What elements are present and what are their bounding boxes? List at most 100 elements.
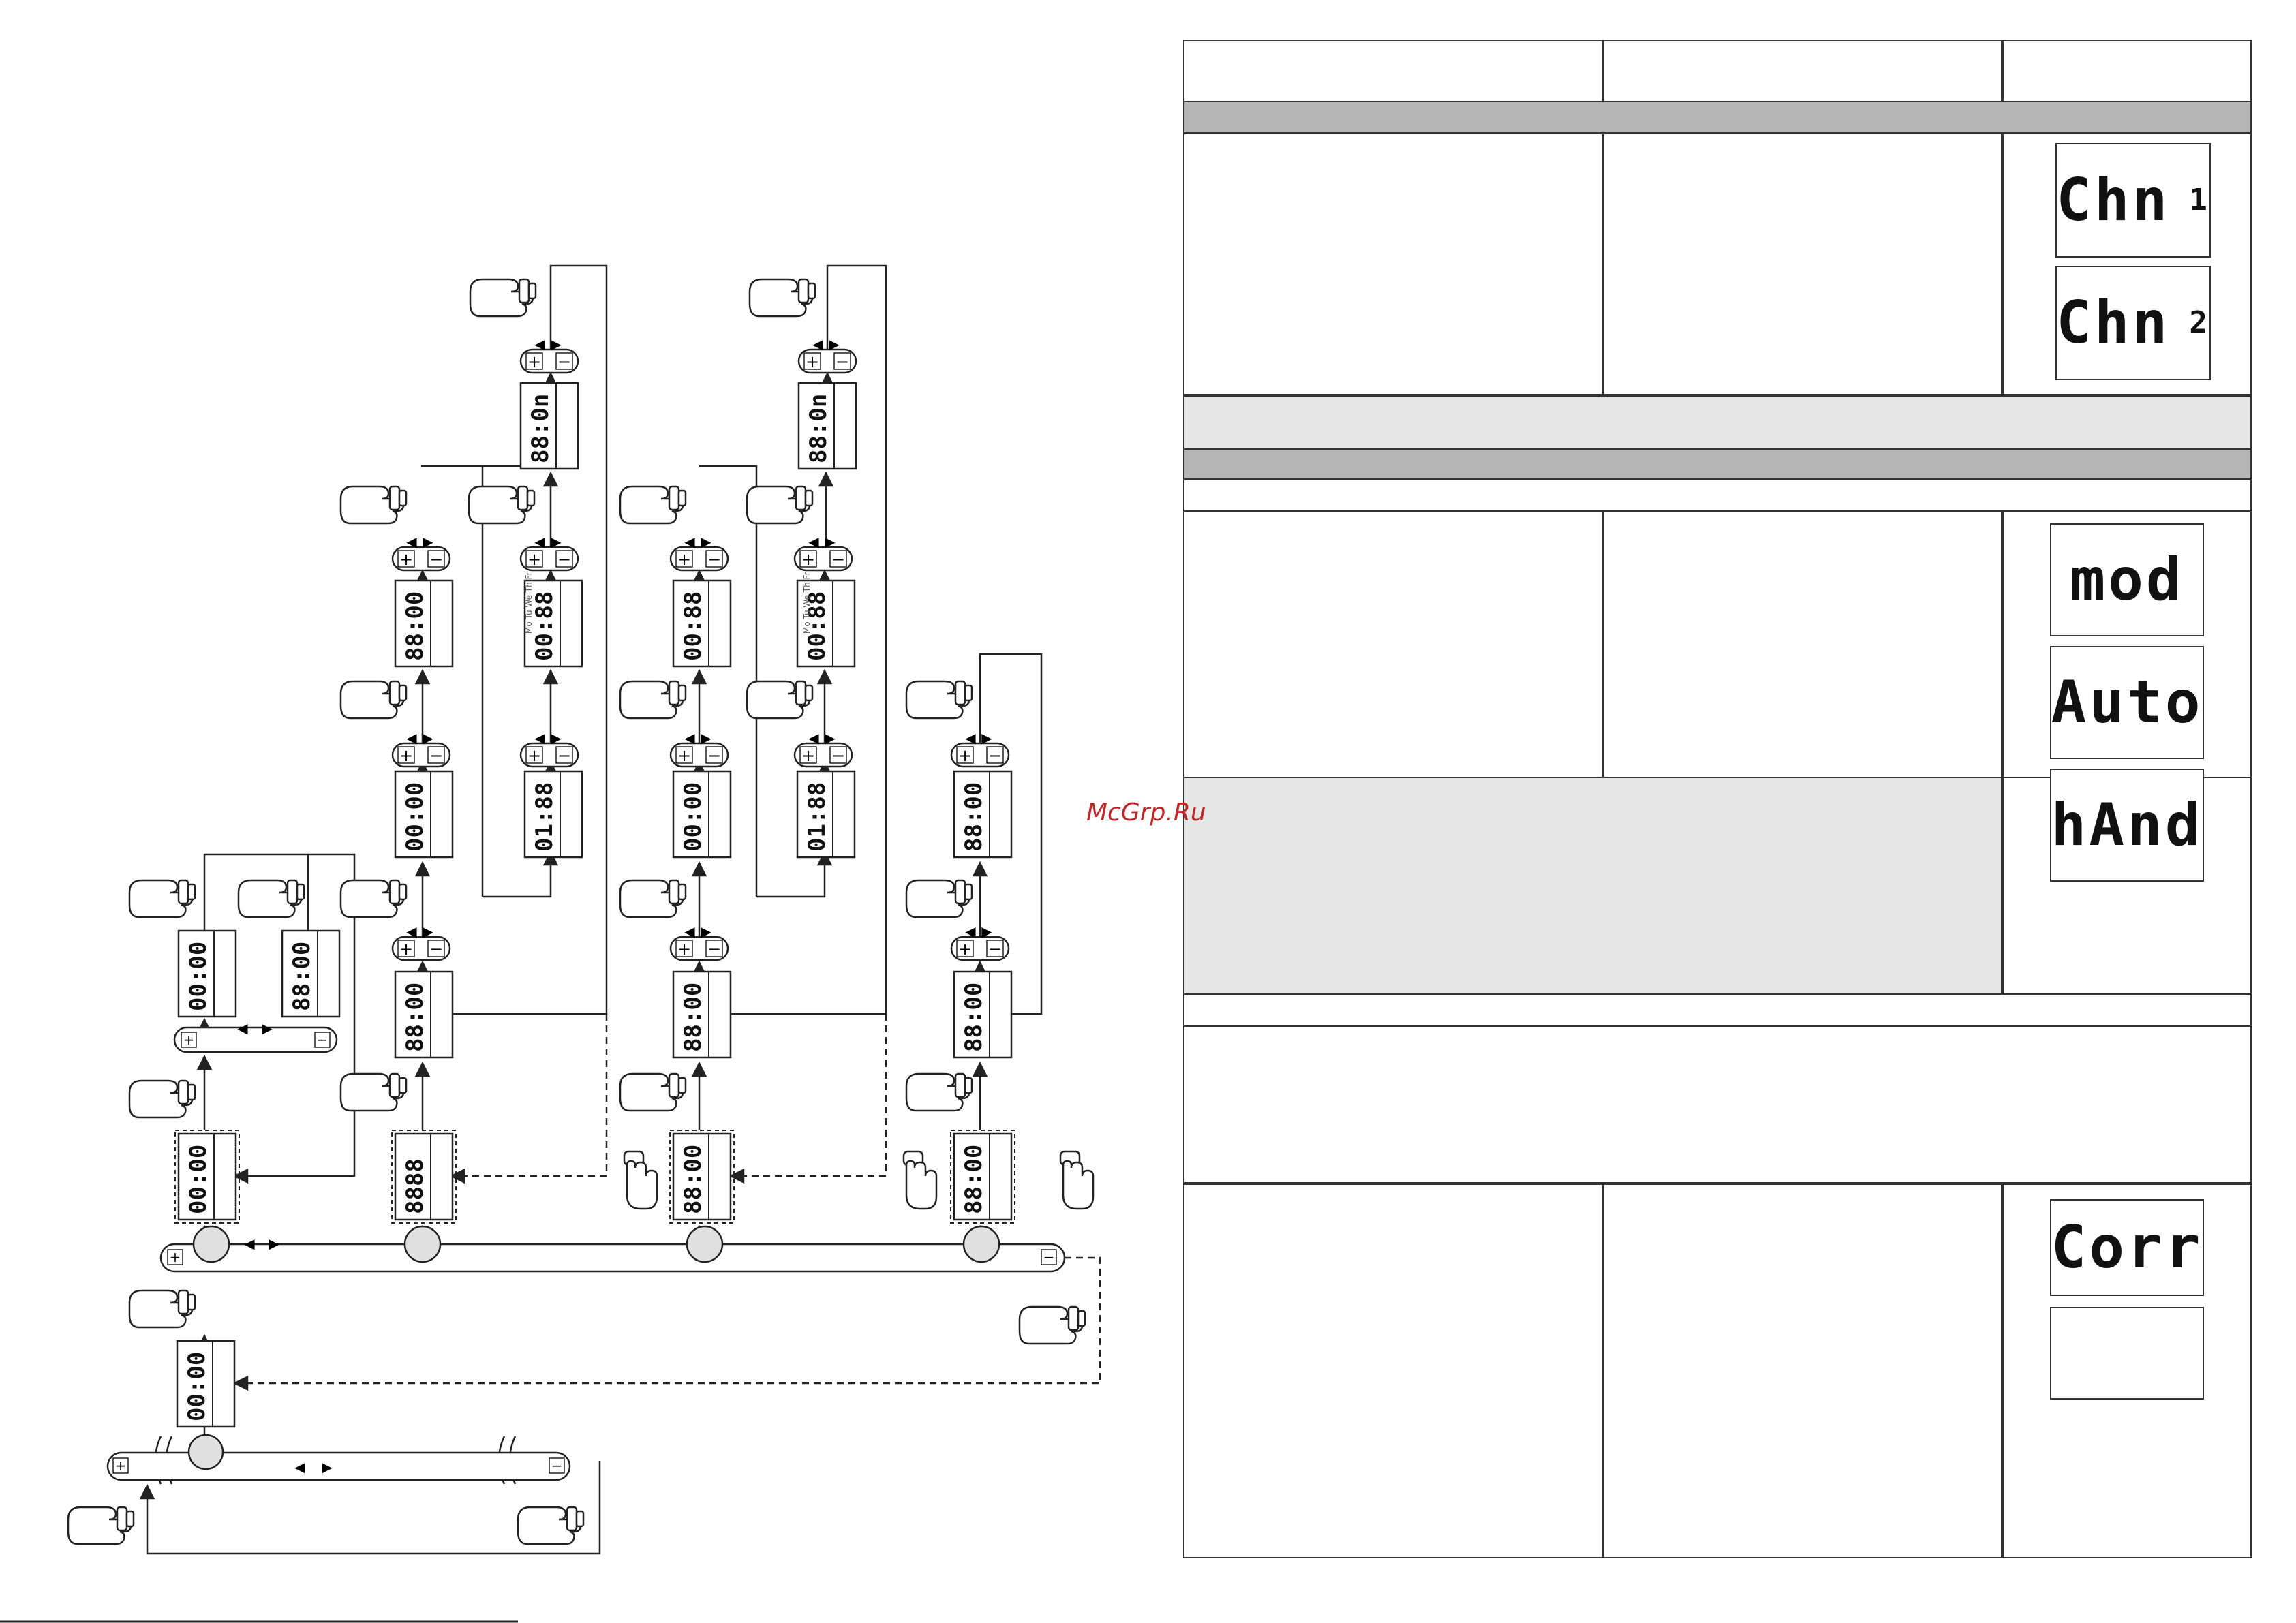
bar-symbol: − [1043, 1249, 1055, 1265]
main-button-bar[interactable]: +−◀▶ [159, 1225, 1066, 1273]
plus-minus-pill[interactable]: +−◀▶ [519, 534, 579, 572]
hand-press-icon [746, 485, 814, 525]
lcd-corr: Corr [2050, 1199, 2204, 1296]
hand-press-icon [339, 680, 408, 720]
lcd-chn-2: Chn 2 [2055, 266, 2211, 380]
table-header-row-col3 [2002, 40, 2252, 102]
bar-symbol: ▶ [262, 1020, 273, 1036]
arrow-left-icon: ◀ [534, 534, 545, 550]
arrow-right-icon: ▶ [701, 534, 711, 550]
lcd-hand: hAnd [2050, 769, 2204, 882]
lcd-reading: 88:0n [527, 394, 554, 463]
lcd-reading: 00:88 [679, 591, 707, 661]
lcd-panel-row7: 88:00 [953, 970, 1013, 1059]
plus-minus-pill[interactable]: +−◀▶ [950, 730, 1010, 768]
lcd-panel-row5: 88:00 [394, 970, 454, 1059]
arrow-right-icon: ▶ [551, 336, 562, 352]
hand-press-icon [469, 278, 537, 318]
arrow-right-icon: ▶ [701, 730, 711, 746]
table-row-channel-col2 [1603, 133, 2002, 395]
plus-minus-pill[interactable]: +−◀▶ [391, 534, 451, 572]
lcd-panel-row3: 00:88 [672, 579, 732, 668]
finger-press-icon [902, 1150, 938, 1210]
hand-press-icon [1018, 1305, 1086, 1345]
lcd-hand-text: hAnd [2051, 791, 2203, 859]
plus-minus-pill[interactable]: +−◀▶ [519, 336, 579, 374]
hand-press-icon [905, 680, 973, 720]
arrow-left-icon: ◀ [684, 923, 695, 940]
bar-symbol: ▶ [322, 1459, 333, 1475]
bar-symbol: ◀ [237, 1020, 248, 1036]
minus-label: − [429, 550, 443, 569]
bar-symbol: ◀ [244, 1235, 255, 1252]
lcd-auto: Auto [2050, 646, 2204, 759]
table-row-mode-shaded [1183, 777, 2002, 995]
lcd-panel-row8: 88:00 [953, 770, 1013, 859]
lcd-panel-mid1: 00:00 [394, 770, 454, 859]
arrow-right-icon: ▶ [981, 923, 992, 940]
hand-press-icon [468, 485, 536, 525]
table-row-corr-col1 [1183, 1184, 1603, 1558]
lcd-panel-row4: 01:88 [796, 770, 856, 859]
plus-minus-pill[interactable]: +−◀▶ [391, 923, 451, 961]
plus-label: + [806, 352, 819, 371]
arrow-left-icon: ◀ [406, 730, 417, 746]
arrow-left-icon: ◀ [812, 336, 823, 352]
lcd-reading: 88:00 [679, 983, 707, 1052]
plus-minus-pill[interactable]: +−◀▶ [391, 730, 451, 768]
arrow-right-icon: ▶ [423, 534, 433, 550]
plus-label: + [801, 746, 815, 765]
left-button-bar[interactable]: +−◀▶ [173, 1020, 338, 1053]
minus-label: − [831, 746, 845, 765]
bar-symbol: + [115, 1457, 127, 1474]
lcd-reading: 00:00 [401, 782, 429, 852]
plus-minus-pill[interactable]: +−◀▶ [669, 534, 729, 572]
hand-press-icon [748, 278, 816, 318]
lcd-reading: 88:00 [960, 782, 988, 852]
lcd-mod: mod [2050, 523, 2204, 636]
lcd-reading: 00:00 [183, 1352, 211, 1421]
plus-minus-pill[interactable]: +−◀▶ [797, 336, 857, 374]
lcd-panel-left2: 88:00 [281, 929, 341, 1018]
table-header-row-col2 [1603, 40, 2002, 102]
minus-label: − [557, 550, 571, 569]
lcd-reading: 00:00 [185, 1145, 212, 1214]
arrow-left-icon: ◀ [808, 730, 819, 746]
lcd-panel-mid4: 00:88 [796, 579, 856, 668]
plus-minus-pill[interactable]: +−◀▶ [669, 730, 729, 768]
minus-label: − [557, 352, 571, 371]
lcd-panel-top1: 88:0n [519, 382, 579, 470]
plus-label: + [399, 746, 413, 765]
finger-press-icon [1059, 1150, 1095, 1210]
hand-press-icon [339, 879, 408, 918]
lcd-panel-main1: 00:00 [174, 1130, 240, 1224]
table-subheader-row [1183, 479, 2252, 512]
hand-press-icon [339, 485, 408, 525]
lcd-chn-2-subtext: 2 [2189, 305, 2210, 340]
plus-minus-pill[interactable]: +−◀▶ [519, 730, 579, 768]
table-row-channel-col3 [2002, 133, 2252, 395]
hand-press-icon [619, 879, 687, 918]
arrow-right-icon: ▶ [829, 336, 840, 352]
table-header-row-col1 [1183, 40, 1603, 102]
hand-press-icon [128, 1079, 196, 1119]
arrow-right-icon: ▶ [981, 730, 992, 746]
plus-minus-pill[interactable]: +−◀▶ [669, 923, 729, 961]
bottom-button-bar[interactable]: +−◀▶ [106, 1434, 571, 1481]
plus-minus-pill[interactable]: +−◀▶ [793, 730, 853, 768]
lcd-reading: 00:88 [531, 591, 558, 661]
plus-label: + [399, 940, 413, 959]
button-bars: +−◀▶+−◀▶+−◀▶ [106, 1020, 1066, 1481]
hand-press-icon [128, 879, 196, 918]
plus-minus-pill[interactable]: +−◀▶ [793, 534, 853, 572]
lcd-panel-main4: 88:00 [950, 1130, 1015, 1224]
arrow-left-icon: ◀ [406, 923, 417, 940]
plus-label: + [958, 746, 972, 765]
watermark: McGrp.Ru [1086, 799, 1206, 826]
plus-minus-pill[interactable]: +−◀▶ [950, 923, 1010, 961]
arrow-left-icon: ◀ [406, 534, 417, 550]
arrow-left-icon: ◀ [684, 730, 695, 746]
lcd-chn-2-text: Chn [2056, 289, 2171, 357]
